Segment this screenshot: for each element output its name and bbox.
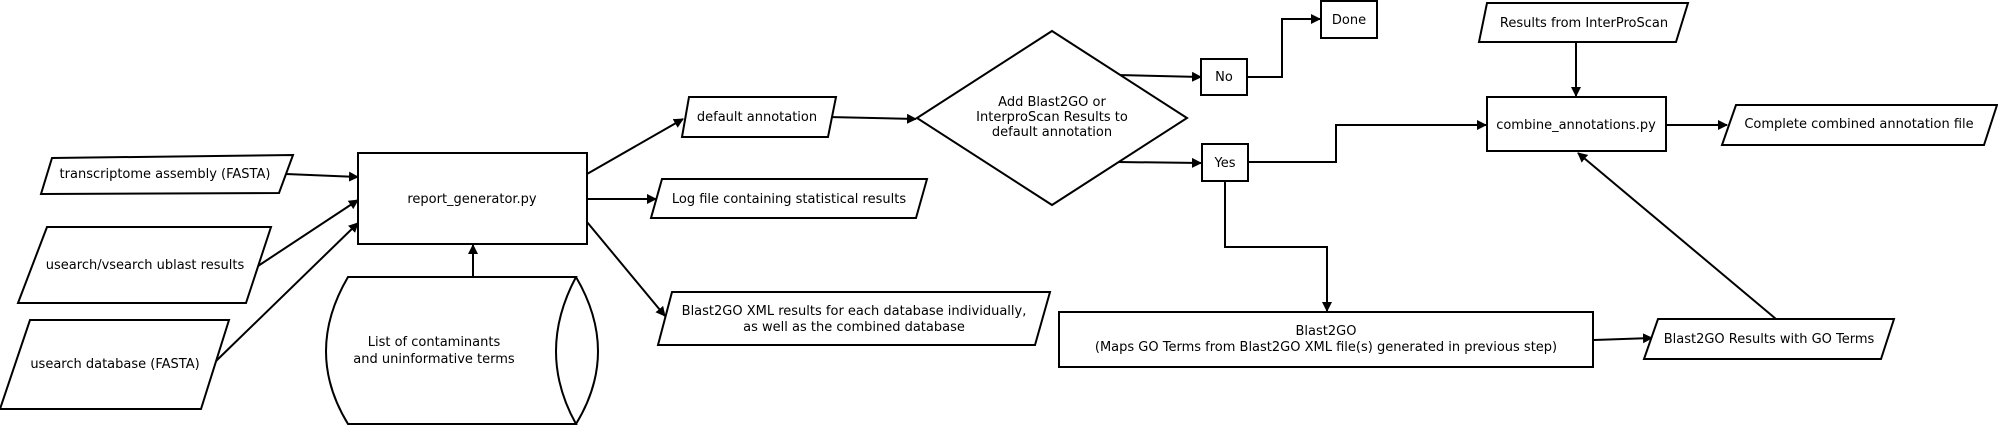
node-blast2go: Blast2GO (Maps GO Terms from Blast2GO XM… xyxy=(1058,311,1594,368)
node-usearch-results: usearch/vsearch ublast results xyxy=(16,226,273,304)
node-done-label: Done xyxy=(1332,13,1366,28)
edge-yes-to-blast2go xyxy=(1224,182,1332,312)
edge-transcriptome-to-report xyxy=(285,171,359,182)
node-combine: combine_annotations.py xyxy=(1486,96,1667,152)
node-contaminants-line2: and uninformative terms xyxy=(353,352,515,367)
node-transcriptome: transcriptome assembly (FASTA) xyxy=(39,153,295,196)
node-blast2go-xml-line1: Blast2GO XML results for each database i… xyxy=(682,304,1027,319)
edge-decision-to-yes xyxy=(1117,157,1202,168)
node-report-generator-label: report_generator.py xyxy=(407,192,537,207)
node-yes-label: Yes xyxy=(1214,156,1236,171)
node-decision-line3: default annotation xyxy=(992,125,1112,140)
node-contaminants-line1: List of contaminants xyxy=(368,335,501,350)
node-default-annotation: default annotation xyxy=(680,96,838,138)
node-interproscan: Results from InterProScan xyxy=(1477,2,1690,43)
node-no-label: No xyxy=(1215,70,1233,85)
node-log-file-label: Log file containing statistical results xyxy=(672,192,906,207)
node-blast2go-xml-line2: as well as the combined database xyxy=(743,320,965,335)
node-report-generator: report_generator.py xyxy=(357,152,588,245)
node-blast2go-line2: (Maps GO Terms from Blast2GO XML file(s)… xyxy=(1095,340,1557,355)
edges xyxy=(214,14,1777,363)
edge-usearch-results-to-report xyxy=(257,199,359,267)
node-interproscan-label: Results from InterProScan xyxy=(1500,16,1668,31)
node-contaminants: List of contaminants and uninformative t… xyxy=(325,276,599,425)
node-usearch-db-label: usearch database (FASTA) xyxy=(30,357,199,372)
node-yes: Yes xyxy=(1201,143,1249,182)
edge-yes-to-combine xyxy=(1248,120,1487,163)
edge-report-to-default-annotation xyxy=(586,118,684,175)
edge-usearch-db-to-report xyxy=(214,222,359,363)
edge-blast2go-to-results xyxy=(1593,333,1653,344)
node-usearch-results-label: usearch/vsearch ublast results xyxy=(46,258,245,273)
node-log-file: Log file containing statistical results xyxy=(649,178,929,219)
node-transcriptome-label: transcriptome assembly (FASTA) xyxy=(60,167,271,182)
node-decision: Add Blast2GO or InterproScan Results to … xyxy=(915,29,1189,207)
edge-no-to-done xyxy=(1247,14,1321,78)
node-complete: Complete combined annotation file xyxy=(1720,104,1998,146)
node-blast2go-results: Blast2GO Results with GO Terms xyxy=(1642,318,1896,360)
node-blast2go-line1: Blast2GO xyxy=(1296,324,1357,339)
node-blast2go-results-label: Blast2GO Results with GO Terms xyxy=(1664,332,1875,347)
edge-blast2go-results-to-combine xyxy=(1577,152,1777,320)
node-combine-label: combine_annotations.py xyxy=(1496,118,1656,133)
node-complete-label: Complete combined annotation file xyxy=(1744,117,1973,132)
node-no: No xyxy=(1200,58,1248,96)
node-decision-line1: Add Blast2GO or xyxy=(998,95,1106,110)
node-done: Done xyxy=(1320,0,1378,39)
node-blast2go-xml: Blast2GO XML results for each database i… xyxy=(656,291,1052,346)
node-default-annotation-label: default annotation xyxy=(697,110,817,125)
edge-default-annotation-to-decision xyxy=(827,113,917,124)
edge-decision-to-no xyxy=(1117,71,1202,82)
node-usearch-db: usearch database (FASTA) xyxy=(0,319,231,410)
node-decision-line2: InterproScan Results to xyxy=(976,110,1128,125)
edge-report-to-blast2go-xml xyxy=(586,221,666,317)
